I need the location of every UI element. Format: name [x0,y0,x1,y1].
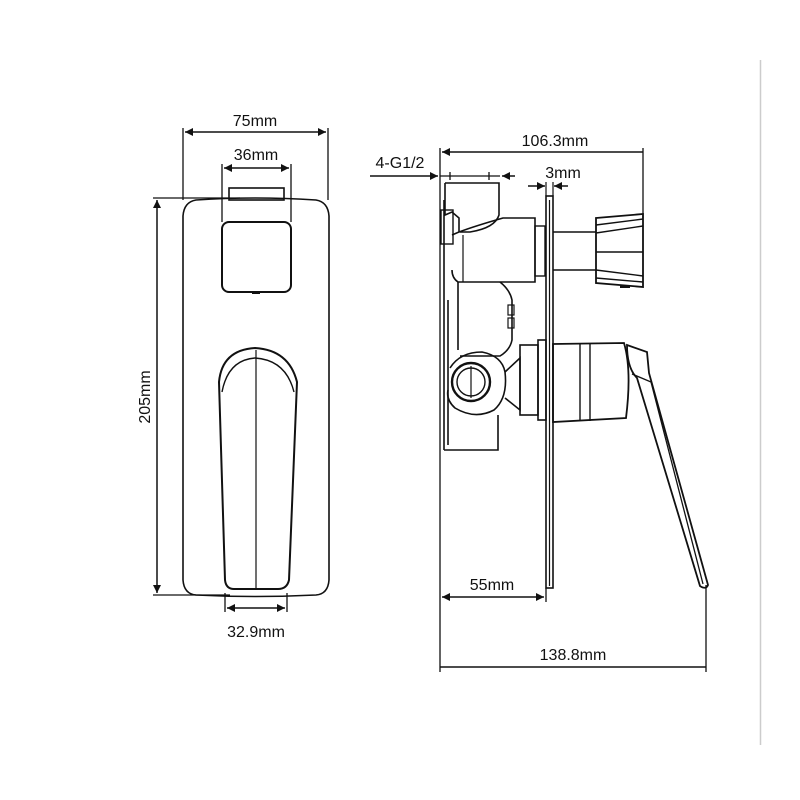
front-view: 75mm 36mm 205mm 32.9mm [137,113,330,641]
dim-body-depth: 55mm [470,577,514,594]
lever-front [217,346,299,590]
outlet-port [450,361,492,403]
lever-side [626,343,709,589]
lever-hub-side [552,342,630,423]
dim-diverter-depth: 106.3mm [522,133,589,150]
valve-body [443,200,499,451]
side-view: 106.3mm 4-G1/2 3mm 55mm 138.8mm [370,133,709,672]
dim-plate-width: 75mm [233,113,277,130]
dim-total-depth: 138.8mm [540,647,607,664]
dim-plate-thickness: 3mm [545,165,581,182]
dim-lever-width: 32.9mm [227,624,285,641]
dim-thread-spec: 4-G1/2 [376,155,425,172]
button-notch [252,291,260,294]
diverter-button [221,221,292,293]
dim-button-width: 36mm [234,147,278,164]
dim-plate-height: 205mm [137,370,154,423]
diverter-stub [228,187,285,201]
lever-inner-edge [221,357,295,393]
diverter-knob-side [595,213,644,288]
wall-plate-front [182,197,330,598]
